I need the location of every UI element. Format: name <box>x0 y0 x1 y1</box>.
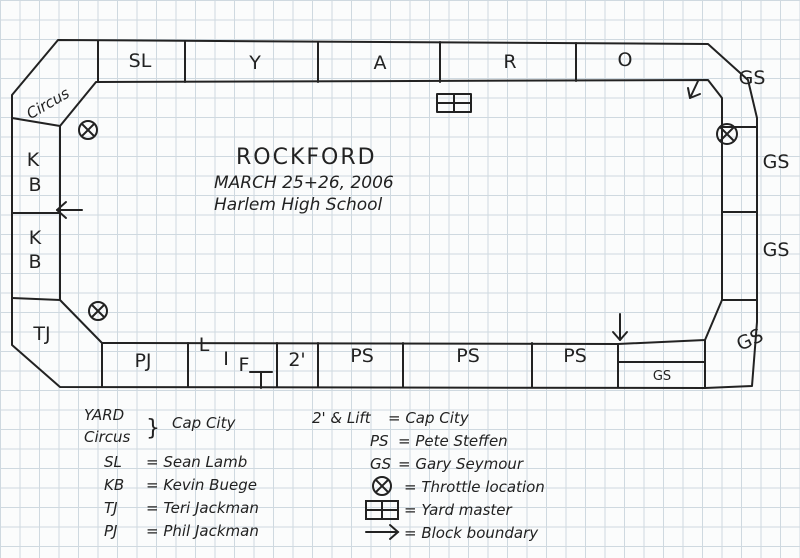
right-block-label-2: GS <box>763 239 790 261</box>
left-block-1-line1: K <box>27 149 40 171</box>
left-block-2-line2: B <box>28 251 41 273</box>
legend-pj-meaning: = Phil Jackman <box>146 522 259 540</box>
left-block-2-line1: K <box>29 227 42 249</box>
legend-yardmaster-icon <box>365 500 399 520</box>
legend-yard-label: YARD <box>84 406 124 424</box>
block-label-o: O <box>618 49 633 71</box>
bottom-block-label-ps-2: PS <box>456 345 480 367</box>
yardmaster-icon <box>436 93 472 113</box>
block-label-a: A <box>374 52 387 74</box>
legend-gs-code: GS <box>370 455 392 473</box>
bottom-block-label-ps-1: PS <box>350 345 374 367</box>
corner-label-gs-bottom-right: GS <box>733 324 767 355</box>
table-outline-inner <box>59 79 723 345</box>
corner-label-circus: Circus <box>23 84 72 123</box>
block-label-sl: SL <box>129 50 152 72</box>
legend-brace: } <box>146 416 160 441</box>
legend-throttle-icon <box>372 476 392 496</box>
legend-tj-meaning: = Teri Jackman <box>146 499 259 517</box>
legend-sl-meaning: = Sean Lamb <box>146 453 247 471</box>
legend-kb-code: KB <box>104 476 124 494</box>
left-block-1-line2: B <box>28 174 41 196</box>
block-label-y: Y <box>248 52 261 74</box>
boundary-arrow-icon-bottom <box>612 313 628 341</box>
legend-pj-code: PJ <box>104 522 117 540</box>
legend-ps-meaning: = Pete Steffen <box>398 432 508 450</box>
block-label-r: R <box>503 51 516 73</box>
throttle-icon-bottom-left <box>88 301 108 321</box>
corner-label-gs-top-right: GS <box>739 67 766 89</box>
legend-yardmaster-meaning: = Yard master <box>404 501 512 519</box>
table-outline-outer <box>11 39 758 389</box>
title-date: MARCH 25+26, 2006 <box>214 173 394 193</box>
bottom-block-label-l: L <box>199 334 210 356</box>
bottom-right-small-label: GS <box>653 369 671 384</box>
bottom-block-label-i: I <box>223 348 229 370</box>
legend-arrow-meaning: = Block boundary <box>404 524 539 542</box>
right-block-label-1: GS <box>763 151 790 173</box>
legend-2ft-lift-code: 2' & Lift <box>312 409 372 427</box>
legend-gs-meaning: = Gary Seymour <box>398 455 524 473</box>
legend-ps-code: PS <box>370 432 389 450</box>
bottom-block-label-ps-3: PS <box>563 345 587 367</box>
legend-kb-meaning: = Kevin Buege <box>146 476 257 494</box>
throttle-icon-right <box>716 123 738 145</box>
legend-2ft-lift-meaning: = Cap City <box>388 409 470 427</box>
legend-arrow-icon <box>365 524 400 540</box>
bottom-block-label-f: F <box>239 354 250 376</box>
boundary-arrow-icon-top-right <box>687 80 701 99</box>
title-venue: Harlem High School <box>214 195 383 215</box>
bottom-block-label-pj: PJ <box>134 350 151 372</box>
legend-tj-code: TJ <box>104 499 118 517</box>
corner-label-tj: TJ <box>32 323 50 345</box>
title-name: ROCKFORD <box>236 145 377 170</box>
throttle-icon-top-left <box>78 120 98 140</box>
legend-sl-code: SL <box>104 453 122 471</box>
bottom-block-label-t: T <box>263 357 272 371</box>
legend-circus-label: Circus <box>84 428 131 446</box>
bottom-block-label-2ft: 2' <box>288 349 305 371</box>
boundary-arrow-icon-left <box>56 201 83 219</box>
legend-circus-meaning: Cap City <box>172 414 236 432</box>
legend-throttle-meaning: = Throttle location <box>404 478 545 496</box>
